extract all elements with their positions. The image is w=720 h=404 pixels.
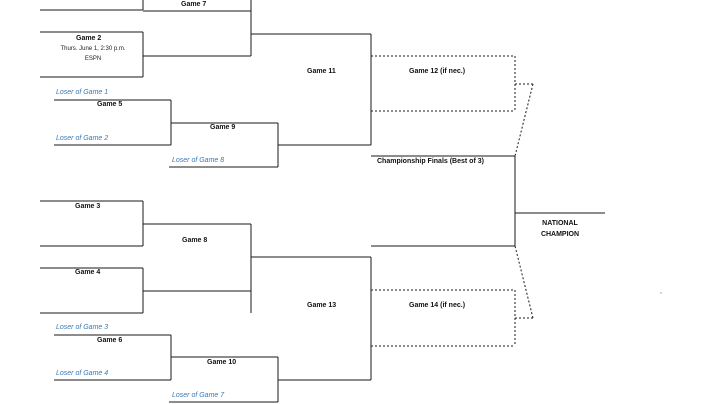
loser-game2-label: Loser of Game 2 xyxy=(56,135,109,142)
game14-label: Game 14 (if nec.) xyxy=(409,302,466,309)
game11-label: Game 11 xyxy=(307,68,336,75)
game12-label: Game 12 (if nec.) xyxy=(409,68,466,75)
game6-label: Game 6 xyxy=(97,337,123,344)
game8-label: Game 8 xyxy=(182,237,208,244)
champion-line2: CHAMPION xyxy=(540,231,580,238)
game2-network: ESPN xyxy=(84,56,102,62)
loser-game3-label: Loser of Game 3 xyxy=(56,324,109,331)
dashed-line xyxy=(514,83,534,157)
champion-line1: NATIONAL xyxy=(542,220,578,227)
national-champion-label: NATIONAL CHAMPION xyxy=(521,218,599,240)
loser-game4-label: Loser of Game 4 xyxy=(56,370,109,377)
loser-game7-label: Loser of Game 7 xyxy=(172,392,225,399)
game4-label: Game 4 xyxy=(75,269,101,276)
dashed-line xyxy=(514,245,534,319)
game10-label: Game 10 xyxy=(207,359,237,366)
game13-label: Game 13 xyxy=(307,302,337,309)
game2-date: Thurs. June 1, 2:30 p.m. xyxy=(60,46,126,52)
championship-finals-label: Championship Finals (Best of 3) xyxy=(377,158,484,165)
game9-label: Game 9 xyxy=(210,124,236,131)
loser-game1-label: Loser of Game 1 xyxy=(56,89,109,96)
loser-game8-label: Loser of Game 8 xyxy=(172,157,225,164)
game5-label: Game 5 xyxy=(97,101,123,108)
speck-dot xyxy=(660,292,662,294)
game2-label: Game 2 xyxy=(76,35,102,42)
game7-label: Game 7 xyxy=(181,1,207,8)
game3-label: Game 3 xyxy=(75,203,101,210)
